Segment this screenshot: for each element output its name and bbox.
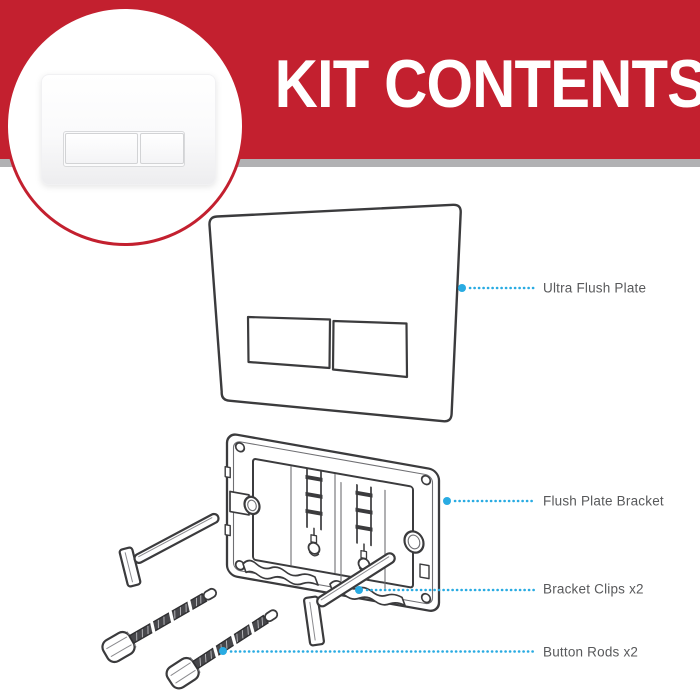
leader-dot bbox=[355, 586, 363, 594]
bracket-clip-rod-1 bbox=[118, 512, 220, 588]
bracket-drawing bbox=[224, 433, 441, 612]
bracket-clip-rod-2 bbox=[303, 552, 396, 647]
button-rod-1 bbox=[97, 579, 224, 667]
bracket-screw-hole bbox=[420, 474, 432, 486]
flush-plate-big-button bbox=[331, 319, 409, 379]
divider-strip bbox=[0, 159, 700, 167]
bracket-screw-hole bbox=[234, 442, 246, 453]
flush-plate-outline bbox=[208, 203, 462, 423]
label-bracket-clips: Bracket Clips x2 bbox=[543, 581, 644, 597]
label-ultra-flush-plate: Ultra Flush Plate bbox=[543, 280, 647, 296]
big-flush-button bbox=[140, 133, 184, 164]
page-title: KIT CONTENTS bbox=[274, 46, 700, 122]
leader-dot bbox=[458, 284, 466, 292]
leader-dot bbox=[219, 647, 227, 655]
flush-plate-photo bbox=[41, 74, 216, 185]
leader-dot bbox=[443, 497, 451, 505]
small-flush-button bbox=[65, 133, 138, 164]
inset-circle bbox=[5, 6, 245, 246]
leader-lines bbox=[219, 284, 538, 655]
label-flush-plate-bracket: Flush Plate Bracket bbox=[543, 493, 664, 509]
bracket-screw-hole bbox=[420, 592, 432, 604]
flush-plate-small-button bbox=[246, 315, 332, 370]
flush-plate-drawing bbox=[208, 203, 462, 423]
label-button-rods: Button Rods x2 bbox=[543, 644, 639, 660]
flush-plate-button-recess bbox=[63, 131, 185, 167]
